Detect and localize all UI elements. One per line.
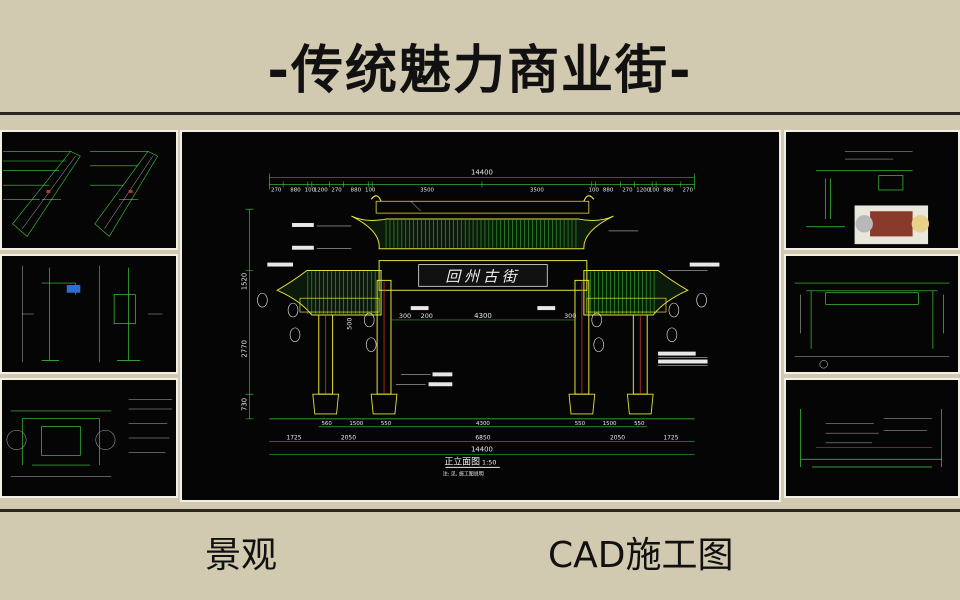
dim-bottom2-3: 2050 bbox=[610, 435, 625, 442]
thumb-plaque-elevation[interactable] bbox=[784, 254, 960, 374]
dim-top-2: 100 bbox=[305, 187, 316, 193]
view-scale: 1:50 bbox=[482, 458, 496, 466]
dim-bottom-chain-1: 560 1500 550 4300 550 1500 550 bbox=[321, 421, 645, 427]
top-divider bbox=[0, 112, 960, 115]
dim-mid-left: 300 bbox=[399, 312, 411, 320]
dim-bottom1-3: 4300 bbox=[476, 421, 490, 427]
dim-bottom2-2: 6850 bbox=[475, 435, 490, 442]
lantern-3 bbox=[365, 337, 377, 352]
dim-bottom1-1: 1500 bbox=[349, 421, 363, 427]
dim-top-3: 1200 bbox=[314, 187, 328, 193]
bottom-divider bbox=[0, 509, 960, 512]
dim-bottom1-0: 560 bbox=[321, 421, 332, 427]
caption-cad: CAD施工图 bbox=[548, 535, 734, 576]
upper-roof bbox=[351, 195, 614, 250]
lantern-7 bbox=[666, 327, 678, 343]
dim-mid-500: 500 bbox=[345, 318, 353, 330]
dim-bottom1-6: 550 bbox=[634, 421, 645, 427]
lantern-4 bbox=[591, 312, 602, 328]
dim-left-3: 730 bbox=[241, 398, 249, 411]
lantern-5 bbox=[593, 337, 604, 352]
dim-bottom2-4: 1725 bbox=[663, 435, 678, 442]
dim-top-12: 1200 bbox=[636, 187, 650, 193]
side-roof-left bbox=[276, 270, 382, 316]
view-title: 正立面图 bbox=[444, 455, 480, 467]
dim-mid-main: 4300 bbox=[474, 312, 492, 320]
thumb-site-plan[interactable] bbox=[0, 130, 178, 250]
dim-bottom2-0: 1725 bbox=[286, 435, 301, 442]
dim-bottom-total: 14400 bbox=[471, 446, 493, 454]
view-note: 注: 见, 施工图说明 bbox=[443, 470, 484, 477]
dim-mid-side: 200 bbox=[421, 312, 433, 320]
dim-top-5: 880 bbox=[351, 187, 362, 193]
thumb-section-render[interactable] bbox=[784, 130, 960, 250]
lantern-6 bbox=[668, 302, 680, 318]
lanterns bbox=[257, 292, 707, 352]
dim-top-total: 14400 bbox=[471, 169, 493, 177]
lantern-2 bbox=[363, 312, 375, 328]
caption-landscape: 景观 bbox=[205, 535, 278, 576]
side-roof-right bbox=[583, 270, 689, 316]
lantern-1 bbox=[289, 327, 301, 343]
dim-bottom1-2: 550 bbox=[381, 421, 392, 427]
dim-top-14: 880 bbox=[663, 187, 674, 193]
lantern-0 bbox=[287, 302, 299, 318]
dim-bottom-chain-2: 1725 2050 6850 2050 1725 bbox=[286, 435, 678, 442]
gate-sign-text: 回州古街 bbox=[445, 268, 520, 285]
dim-top-0: 270 bbox=[271, 187, 282, 193]
thumb-gate-elevation[interactable] bbox=[0, 378, 178, 498]
dim-left-1: 1520 bbox=[241, 273, 249, 291]
page-title: -传统魅力商业街- bbox=[267, 41, 693, 101]
thumb-foundation-section[interactable] bbox=[784, 378, 960, 498]
dim-bottom1-5: 1500 bbox=[603, 421, 617, 427]
dim-top-11: 270 bbox=[622, 187, 633, 193]
dim-top-9: 100 bbox=[589, 187, 600, 193]
dim-mid-right: 300 bbox=[564, 312, 576, 320]
dim-left-2: 2770 bbox=[241, 340, 249, 358]
lantern-9 bbox=[696, 292, 707, 308]
dim-bottom2-1: 2050 bbox=[341, 435, 356, 442]
thumb-lamp-detail[interactable] bbox=[0, 254, 178, 374]
dim-top-8: 3500 bbox=[530, 187, 544, 193]
dim-top-1: 880 bbox=[290, 187, 301, 193]
dim-top-13: 100 bbox=[649, 187, 660, 193]
dim-top-15: 270 bbox=[683, 187, 694, 193]
dim-top-10: 880 bbox=[603, 187, 614, 193]
dim-top-7: 3500 bbox=[420, 187, 434, 193]
lantern-8 bbox=[257, 292, 268, 308]
dim-top-4: 270 bbox=[331, 187, 342, 193]
dim-bottom1-4: 550 bbox=[575, 421, 586, 427]
dim-top-6: 100 bbox=[365, 187, 376, 193]
